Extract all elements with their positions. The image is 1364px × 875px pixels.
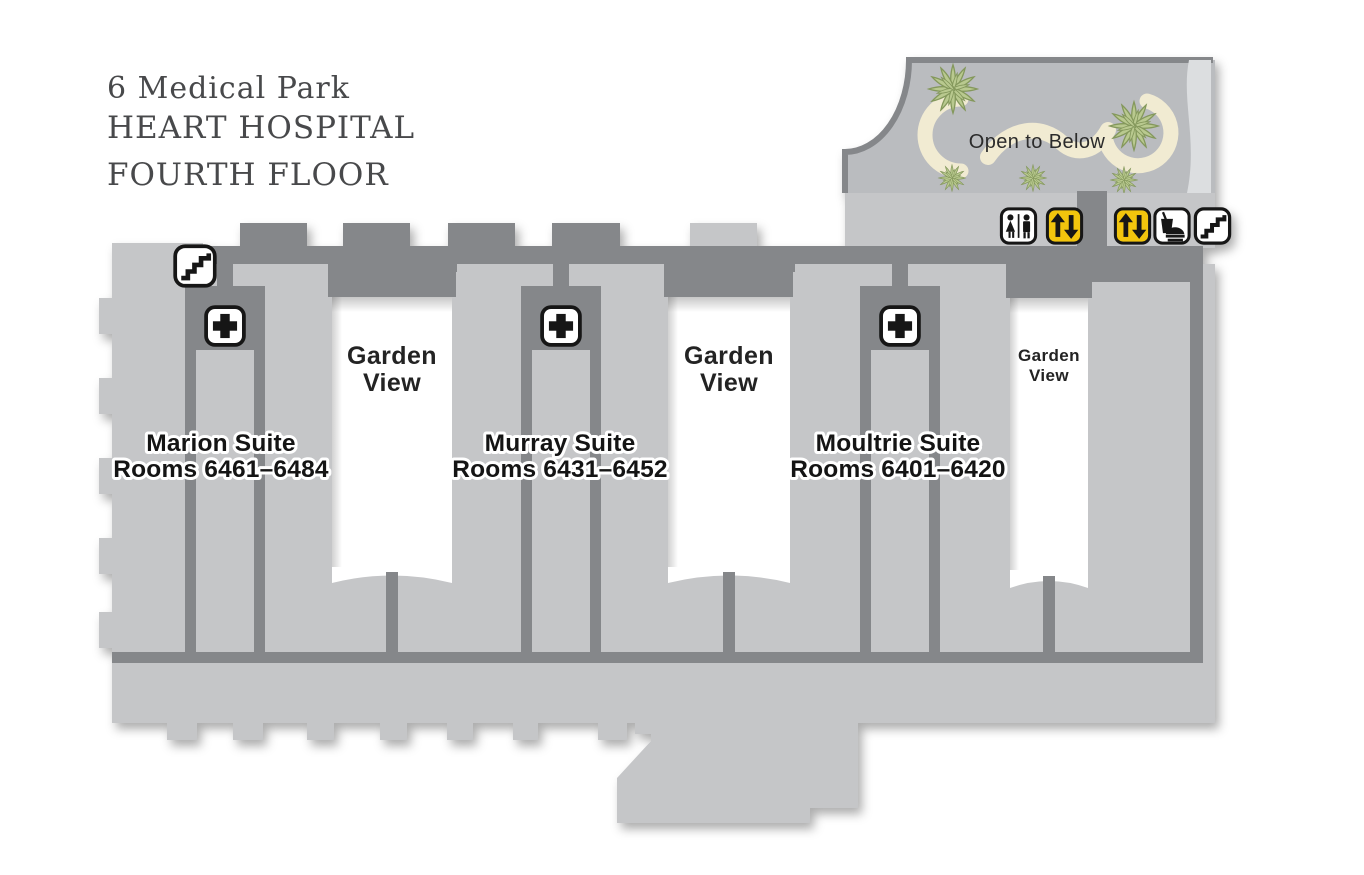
suite-name-moultrie: Moultrie Suite [816,430,981,457]
suite-corridor-wall [254,286,265,652]
bottom-edge-bump [307,723,334,740]
south-wing [617,723,858,823]
path-wave [980,122,1116,165]
left-edge-bump [99,298,113,334]
open-to-below-label: Open to Below [969,131,1106,153]
suite-corridor-wall [860,286,871,652]
medical-cross-icon [204,305,246,347]
left-edge-bump [99,458,113,494]
mezzanine-border [842,57,1213,193]
courtyard-divider [386,572,398,652]
bottom-edge-bump [635,723,651,734]
courtyard-cap-2 [664,246,793,297]
suite-rooms-murray: Rooms 6431–6452 [452,456,667,483]
courtyard-cap-1 [328,246,456,297]
medical-cross-icon [540,305,582,347]
garden-view-1-line1: Garden [347,342,437,370]
top-edge-bump [343,223,410,248]
suite-corridor-wall [590,286,601,652]
corridor-link [892,264,908,288]
suite-rooms-moultrie: Rooms 6401–6420 [790,456,1005,483]
corridor-links [217,264,908,288]
stairs-icon [175,246,215,286]
right-corridor [1190,282,1203,663]
elevator-icon [1045,207,1084,245]
suite-rooms-marion: Rooms 6461–6484 [113,456,329,483]
bottom-edge-bump [167,723,197,740]
map-title-line1: 6 Medical Park [107,71,350,106]
garden-view-3-line1: Garden [1018,346,1080,365]
courtyard-shadow [1010,298,1088,313]
courtyard-2 [668,297,790,583]
bottom-edge-bump [513,723,538,740]
mezzanine-accent-strip [1186,60,1211,193]
suite-name-marion: Marion Suite [146,430,295,457]
top-edge-bump-light [690,223,757,249]
suite-name-murray: Murray Suite [485,430,636,457]
left-edge-bump [99,538,113,574]
medical-cross-icon [879,305,921,347]
corridor-link [217,264,233,288]
garden-courtyards [332,297,1088,652]
top-edge-bump [448,223,515,248]
courtyard-shadow [332,297,452,312]
bottom-edge-bump [233,723,263,740]
suite-corridors [185,286,940,652]
courtyard-shadow [332,297,342,567]
corridor-link [553,264,569,288]
courtyard-shadow [1010,298,1019,570]
suite-corridor-wall [929,286,940,652]
floor-plan-body [99,57,1230,823]
courtyard-shadow [668,297,790,312]
map-title-line3: FOURTH FLOOR [107,157,389,193]
bottom-corridor [112,652,1203,663]
elevator-icon [1113,207,1152,245]
left-edge-bump [99,612,113,648]
left-edge-bump [99,378,113,414]
labels: 6 Medical Park HEART HOSPITAL FOURTH FLO… [107,71,1106,486]
path-arc-right [1098,93,1179,174]
stairs-icon [1195,209,1229,243]
mezzanine-area [842,57,1215,194]
courtyard-1 [332,297,452,583]
bottom-edge-bump [447,723,473,740]
restroom-icon [999,207,1038,245]
garden-view-2-line1: Garden [684,342,774,370]
courtyard-cap-3 [1006,246,1092,298]
suite-corridor-wall [521,286,532,652]
corridors [112,223,1203,663]
map-title-line2: HEART HOSPITAL [107,110,415,146]
garden-view-1-line2: View [363,369,421,397]
suite-corridor-wall [185,286,196,652]
courtyard-shadow [668,297,678,567]
bottom-edge-bump [598,723,627,740]
top-edge-bump [552,223,620,248]
garden-view-2-line2: View [700,369,758,397]
courtyard-divider [1043,576,1055,652]
top-edge-bump [240,223,307,248]
garden-view-3-line2: View [1029,366,1069,385]
courtyard-divider [723,572,735,652]
bottom-edge-bump [380,723,407,740]
courtyard-3 [1010,298,1088,588]
bottom-room-band [112,652,1215,723]
food-court-icon [1153,207,1191,245]
